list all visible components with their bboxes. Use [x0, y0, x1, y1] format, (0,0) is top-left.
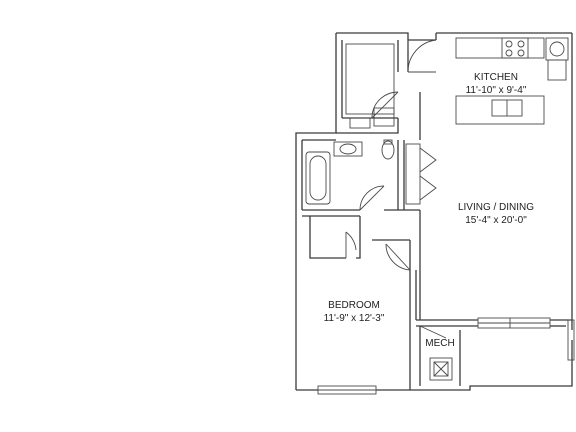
windows	[317, 317, 575, 395]
living-label: LIVING / DINING	[458, 202, 534, 213]
living-closet	[405, 143, 437, 205]
living-dims: 15'-4" x 20'-0"	[465, 215, 527, 226]
mech-label: MECH	[425, 338, 454, 349]
bedroom-label: BEDROOM	[328, 300, 380, 311]
window-kitchen-corner	[567, 319, 575, 361]
vanity	[333, 141, 363, 157]
refrigerator	[545, 37, 569, 61]
kitchen-counter	[455, 37, 545, 59]
range	[501, 37, 529, 59]
doors	[345, 39, 447, 339]
entry-closet	[345, 43, 395, 129]
bedroom-dims: 11'-9" x 12'-3"	[324, 313, 385, 324]
bath-fixtures	[305, 139, 395, 205]
toilet	[381, 140, 395, 160]
kitchen-island	[455, 95, 545, 125]
kitchen-fixtures	[455, 37, 569, 125]
bathtub	[305, 151, 331, 205]
kitchen-label: KITCHEN	[474, 72, 518, 83]
washer-dryer	[373, 107, 395, 127]
exterior-walls	[295, 32, 573, 391]
kitchen-dims: 11'-10" x 9'-4"	[466, 85, 527, 96]
mech-unit	[429, 357, 453, 381]
